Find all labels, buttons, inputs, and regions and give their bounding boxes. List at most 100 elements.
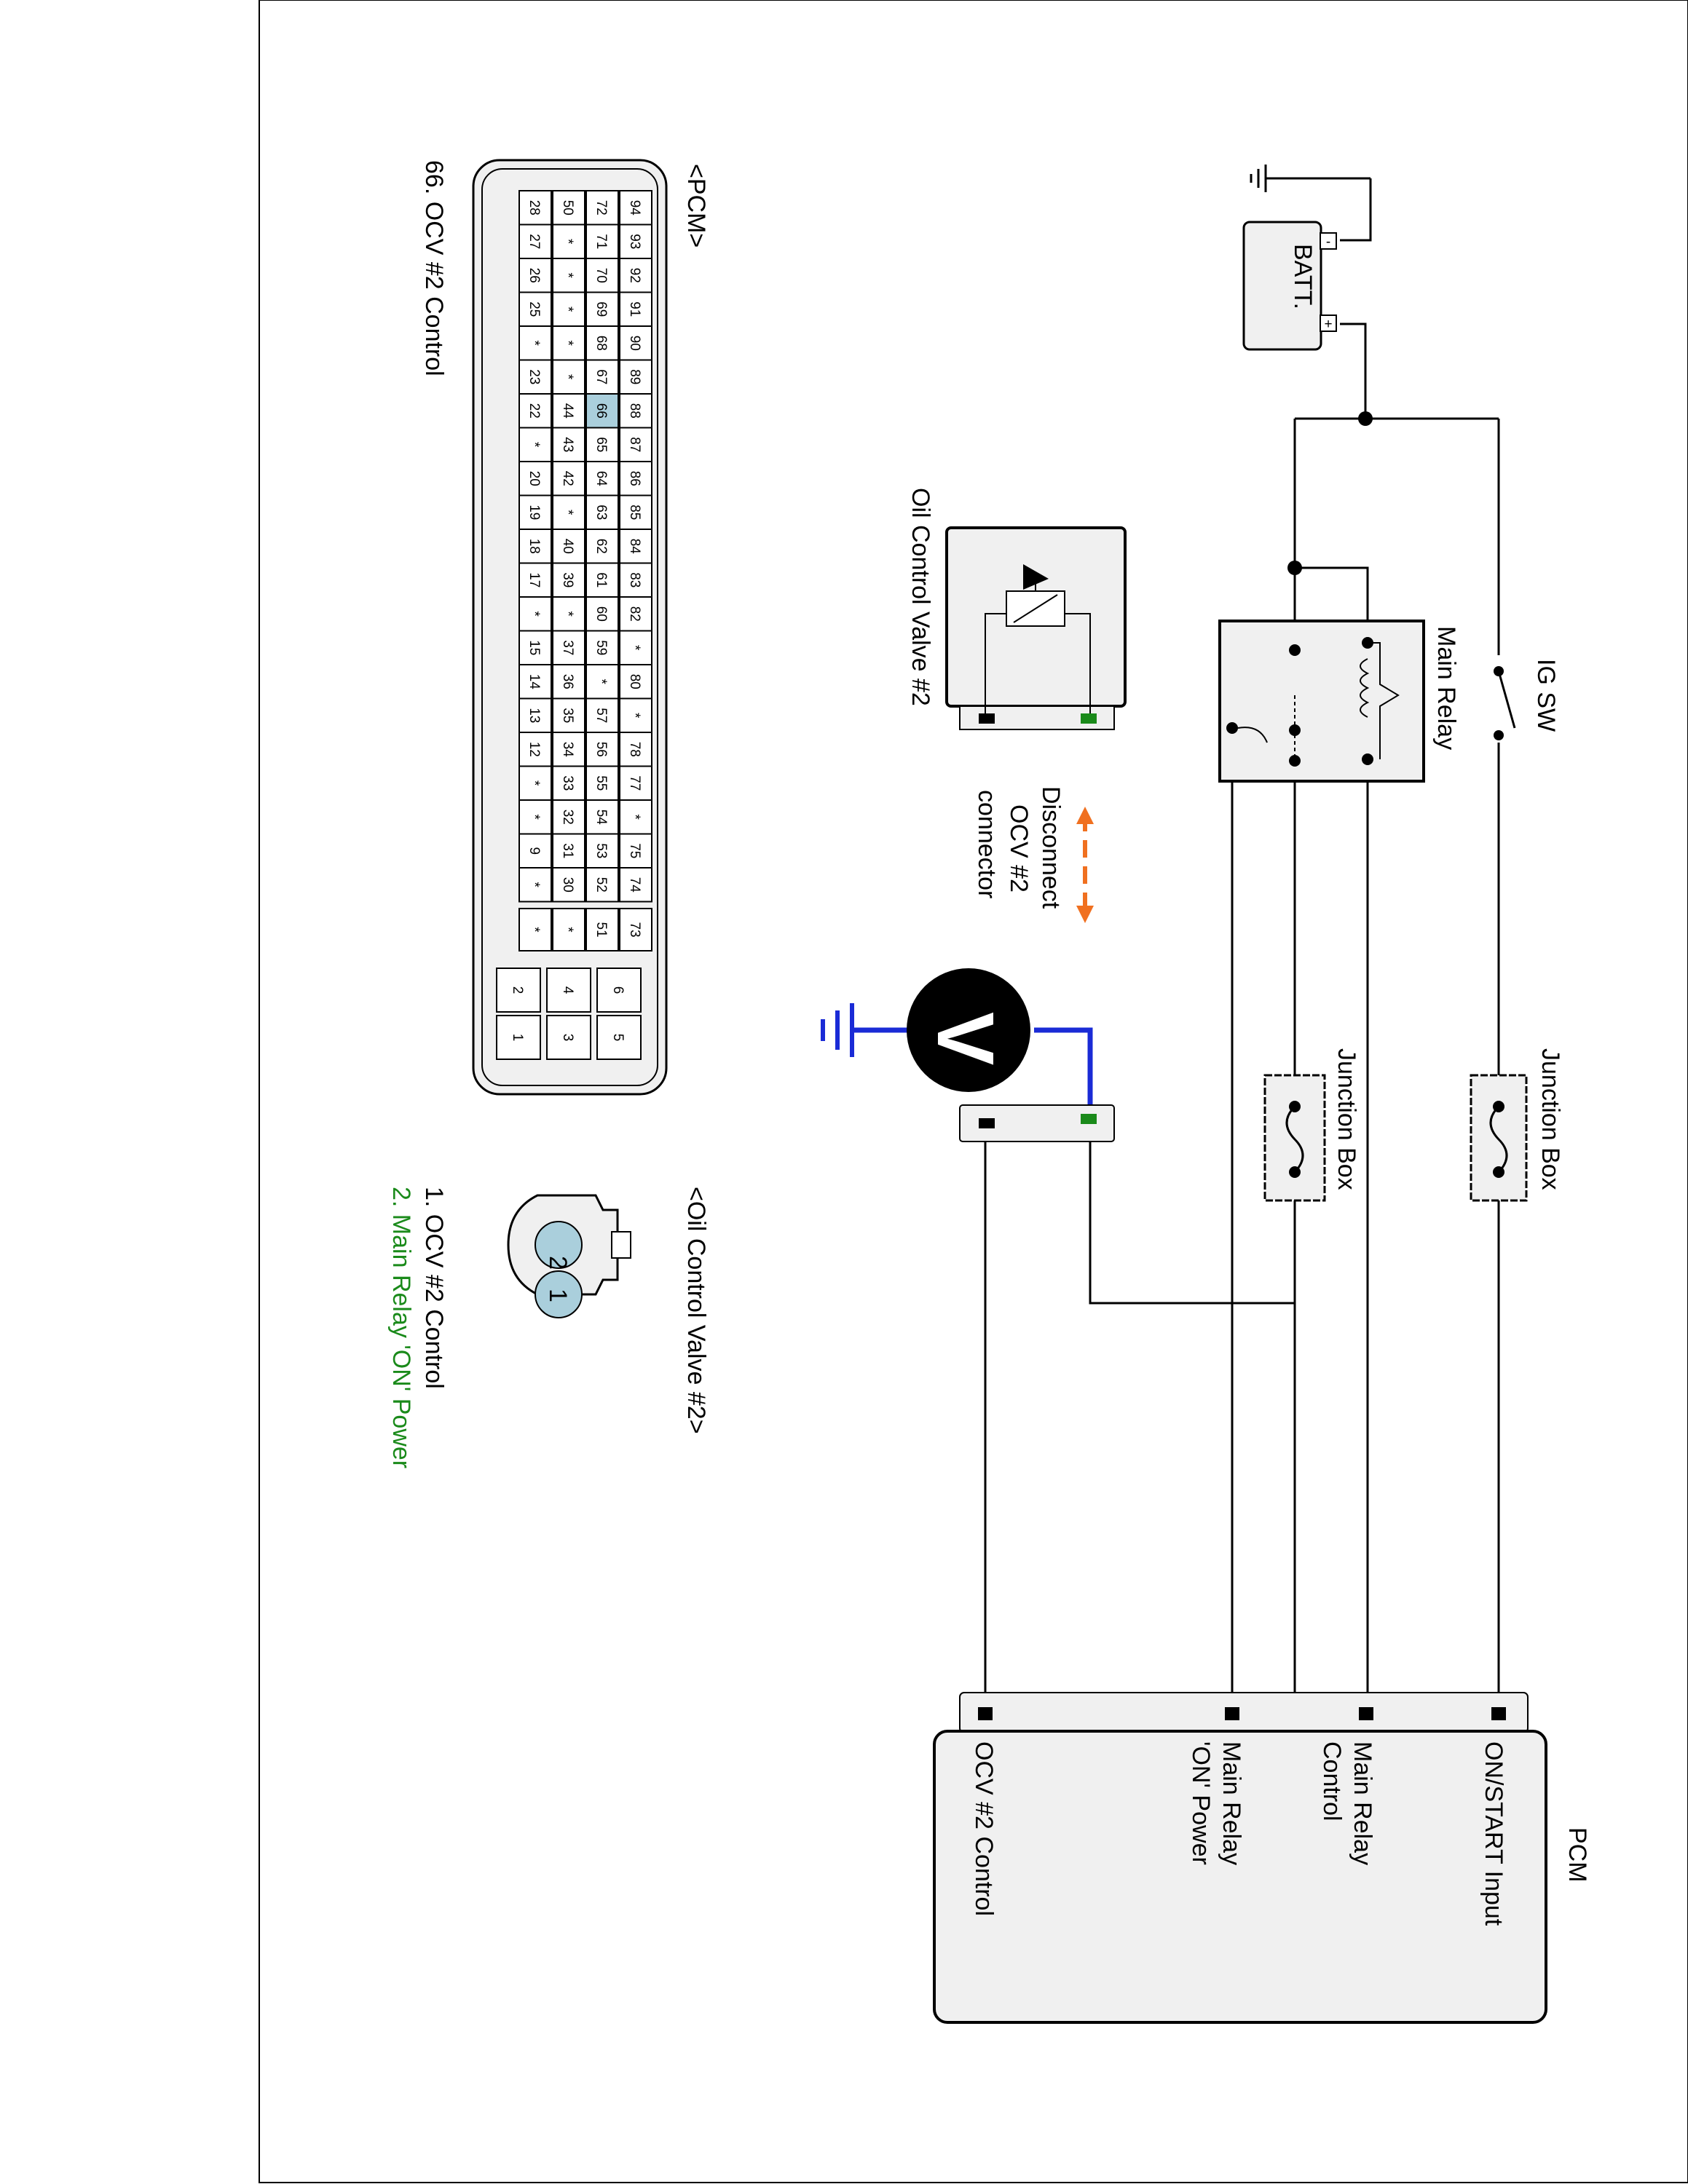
pcm-pin-label: 1 xyxy=(510,1034,525,1042)
junction-box-2-label: Junction Box xyxy=(1333,1048,1360,1190)
pcm-pin-cell xyxy=(585,461,619,496)
pcm-pin-label: 36 xyxy=(560,674,575,689)
pcm-pin-label: 40 xyxy=(560,539,575,554)
pcm-pin-on-start: ON/START Input xyxy=(1480,1741,1507,1926)
pcm-pin-label: 65 xyxy=(593,437,609,452)
pcm-pin-label: * xyxy=(560,239,575,245)
pcm-pin-label: * xyxy=(627,645,642,651)
pcm-pin-label: * xyxy=(593,679,609,685)
ocv-pin-2: 2 xyxy=(544,1256,572,1270)
pcm-pin-label: 37 xyxy=(560,640,575,655)
pcm-pin-label: 51 xyxy=(593,922,609,937)
pcm-pin-cell xyxy=(596,1015,642,1060)
pcm-pin-label: 31 xyxy=(560,843,575,858)
pcm-pin-label: 19 xyxy=(526,505,542,520)
pcm-pin-cell xyxy=(552,427,585,462)
pcm-pin-cell xyxy=(552,697,585,733)
oil-control-valve: Oil Control Valve #2 xyxy=(907,488,1127,730)
pcm-pin-label: * xyxy=(560,927,575,933)
pcm-pin-label: 3 xyxy=(560,1034,575,1042)
page-border xyxy=(259,0,1688,2183)
pcm-pin-label: 33 xyxy=(560,775,575,791)
pcm-pin-label: 69 xyxy=(593,301,609,317)
pcm-pin-cell xyxy=(552,190,585,226)
pcm-pin-label: 91 xyxy=(627,301,642,317)
pcm-pin-cell xyxy=(518,291,552,327)
pcm-pin-cell xyxy=(585,765,619,801)
pcm-pin-cell xyxy=(552,799,585,835)
pcm-pin-cell xyxy=(552,732,585,767)
pcm-pin-cell xyxy=(518,529,552,564)
pcm-pin-grid: 94939291908988878685848382*80*7877*75747… xyxy=(496,190,652,1060)
pcm-connector-caption: 66. OCV #2 Control xyxy=(420,160,448,376)
pcm-title: PCM xyxy=(1563,1827,1591,1883)
pcm-pin-cell xyxy=(619,529,652,564)
pcm-pin-label: 86 xyxy=(627,471,642,486)
pcm-pin-label: 77 xyxy=(627,775,642,791)
pcm-pin-label: * xyxy=(526,927,542,933)
ig-sw-label: IG SW xyxy=(1532,659,1560,732)
pcm-pin-label: 9 xyxy=(526,847,542,855)
pcm-pin-cell xyxy=(619,732,652,767)
pcm-pin-cell xyxy=(585,908,619,951)
pcm-pin-cell xyxy=(619,908,652,951)
pcm-pin-label: 52 xyxy=(593,877,609,893)
pcm-pin-cell xyxy=(546,1015,591,1060)
pcm-pin-label: 70 xyxy=(593,268,609,283)
pcm-pin-cell xyxy=(619,291,652,327)
pcm-pin-label: 55 xyxy=(593,775,609,791)
pcm-pin-label: 26 xyxy=(526,268,542,283)
pcm-pin-label: 59 xyxy=(593,640,609,655)
pcm-pin-relay-power-1: Main Relay xyxy=(1218,1741,1245,1865)
pcm-pin-label: 39 xyxy=(560,572,575,587)
pcm-pin-label: 2 xyxy=(510,986,525,994)
pcm-pin-cell xyxy=(518,427,552,462)
pcm-pin-relay-control-1: Main Relay xyxy=(1349,1741,1376,1865)
disconnect-line2: OCV #2 xyxy=(1005,804,1033,893)
pcm-pin-label: 87 xyxy=(627,437,642,452)
pcm-pin-label: 20 xyxy=(526,471,542,486)
pcm-pin-cell xyxy=(552,461,585,496)
pcm-pin-cell xyxy=(585,596,619,632)
pcm-pin-cell xyxy=(552,562,585,598)
pcm-pin-label: 43 xyxy=(560,437,575,452)
ocv-legend-2: 2. Main Relay 'ON' Power xyxy=(387,1187,415,1468)
pcm-pin-cell xyxy=(619,867,652,903)
ocv-pin-1: 1 xyxy=(544,1289,572,1302)
junction-box-1: Junction Box xyxy=(1470,1048,1564,1202)
pcm-pin-cell xyxy=(552,529,585,564)
batt-minus: - xyxy=(1326,234,1330,250)
pcm-pin-cell xyxy=(518,223,552,259)
pcm-pin-cell xyxy=(619,359,652,395)
pcm-pin-label: * xyxy=(560,273,575,279)
pcm-pin-label: 63 xyxy=(593,505,609,520)
pcm-pin-label: 72 xyxy=(593,200,609,215)
pcm-pin-label: 25 xyxy=(526,301,542,317)
pcm-pin-label: * xyxy=(560,306,575,312)
wires xyxy=(984,165,1500,1700)
pcm-pin-cell xyxy=(496,968,541,1013)
junction-box-2: Junction Box xyxy=(1263,1048,1360,1202)
pcm-pin-cell xyxy=(552,765,585,801)
pcm-pin-label: 53 xyxy=(593,843,609,858)
pcm-pin-cell xyxy=(585,732,619,767)
pcm-pin-label: 5 xyxy=(610,1034,626,1042)
pcm-pin-label: * xyxy=(627,713,642,719)
pcm-pin-label: 64 xyxy=(593,471,609,487)
pcm-pin-label: 85 xyxy=(627,505,642,520)
ocv-label: Oil Control Valve #2 xyxy=(907,488,934,706)
pcm-pin-label: 27 xyxy=(526,234,542,249)
pcm-pin-label: 84 xyxy=(627,539,642,555)
battery: - + BATT. xyxy=(1242,221,1337,351)
pcm-pin-label: 4 xyxy=(560,986,575,994)
pcm-pin-cell xyxy=(619,833,652,869)
pcm-pin-label: 6 xyxy=(610,986,626,994)
ocv-legend-1: 1. OCV #2 Control xyxy=(420,1187,448,1389)
pcm-pin-cell xyxy=(518,765,552,801)
pcm-pin-relay-power-2: 'ON' Power xyxy=(1187,1741,1215,1865)
pcm-pin-label: * xyxy=(526,882,542,888)
pcm-connector-title: <PCM> xyxy=(682,164,710,248)
pcm-pin-cell xyxy=(619,427,652,462)
